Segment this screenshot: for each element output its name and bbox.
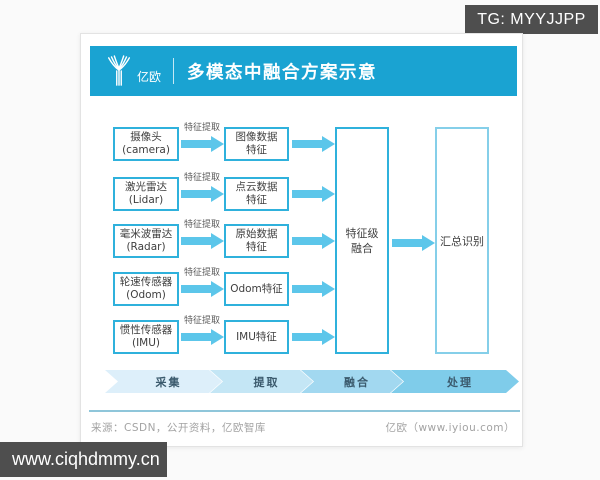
flow-arrow-icon (181, 281, 224, 297)
flow-arrow-icon (181, 329, 224, 345)
arrow-head (322, 329, 335, 345)
header-bar: 亿欧 多模态中融合方案示意 (90, 46, 517, 96)
arrow-head (322, 233, 335, 249)
flow-arrow-icon (292, 329, 335, 345)
feature-box: 原始数据特征 (224, 224, 289, 258)
flow-arrow-icon (292, 136, 335, 152)
feature-box: 点云数据特征 (224, 177, 289, 211)
arrow-shaft (181, 285, 211, 293)
header-divider (173, 58, 175, 84)
feature-box: Odom特征 (224, 272, 289, 306)
arrow-head (422, 235, 435, 251)
flow-arrow-icon (292, 233, 335, 249)
sensor-row: 轮速传感器(Odom) 特征提取 Odom特征 (81, 268, 522, 306)
arrow-shaft (181, 190, 211, 198)
arrow-shaft (181, 237, 211, 245)
sensor-row: 摄像头(camera) 特征提取 图像数据特征 (81, 123, 522, 161)
arrow-head (211, 329, 224, 345)
sensor-row: 惯性传感器(IMU) 特征提取 IMU特征 (81, 316, 522, 354)
arrow-head (211, 281, 224, 297)
flow-arrow-icon (292, 186, 335, 202)
arrow-head (211, 136, 224, 152)
flow-arrow-icon (181, 136, 224, 152)
stage-label: 融合 (344, 375, 370, 389)
arrow-head (211, 186, 224, 202)
arrow-shaft (292, 140, 322, 148)
arrow-shaft (292, 333, 322, 341)
flow-arrow-icon (181, 233, 224, 249)
page-title: 多模态中融合方案示意 (187, 62, 378, 83)
flow-arrow-icon (392, 235, 435, 251)
arrow-shaft (292, 190, 322, 198)
tg-badge: TG: MYYJJPP (465, 5, 598, 34)
watermark: www.ciqhdmmy.cn (0, 442, 167, 477)
arrow-shaft (292, 285, 322, 293)
extract-label: 特征提取 (183, 220, 220, 230)
stage-chevron: 提取 (210, 370, 313, 393)
sensor-box: 惯性传感器(IMU) (113, 320, 179, 354)
sensor-box: 激光雷达(Lidar) (113, 177, 179, 211)
extract-label: 特征提取 (183, 173, 220, 183)
sensor-row: 激光雷达(Lidar) 特征提取 点云数据特征 (81, 173, 522, 211)
sensor-box: 毫米波雷达(Radar) (113, 224, 179, 258)
stage-chevron: 融合 (301, 370, 403, 393)
flow-arrow-icon (292, 281, 335, 297)
stage-label: 采集 (155, 375, 182, 389)
arrow-shaft (181, 333, 211, 341)
stage-chevron: 采集 (105, 370, 222, 393)
arrow-head (322, 186, 335, 202)
fusion-box: 特征级融合 (335, 127, 389, 354)
sensor-row: 毫米波雷达(Radar) 特征提取 原始数据特征 (81, 220, 522, 258)
summary-box: 汇总识别 (435, 127, 489, 354)
brand: 亿欧 (104, 55, 161, 87)
sensor-box: 轮速传感器(Odom) (113, 272, 179, 306)
stage-chevron-bar: 采集 提取 融合 处理 (105, 370, 521, 393)
extract-label: 特征提取 (183, 123, 220, 133)
arrow-shaft (392, 239, 422, 247)
stage-label: 提取 (253, 375, 280, 389)
baseline-divider (89, 410, 520, 412)
feature-box: 图像数据特征 (224, 127, 289, 161)
footer-credit: 亿欧（www.iyiou.com） (385, 422, 515, 434)
arrow-head (322, 136, 335, 152)
footer-source: 来源：CSDN，公开资料，亿欧智库 (91, 422, 266, 434)
feature-box: IMU特征 (224, 320, 289, 354)
extract-label: 特征提取 (183, 268, 220, 278)
arrow-shaft (181, 140, 211, 148)
brand-name: 亿欧 (137, 69, 162, 84)
stage-chevron: 处理 (391, 370, 519, 393)
arrow-shaft (292, 237, 322, 245)
sensor-box: 摄像头(camera) (113, 127, 179, 161)
arrow-head (322, 281, 335, 297)
stage-label: 处理 (447, 375, 473, 389)
flow-arrow-icon (181, 186, 224, 202)
iyiou-logo-icon (104, 55, 134, 87)
footer: 来源：CSDN，公开资料，亿欧智库 亿欧（www.iyiou.com） (91, 420, 515, 435)
infographic-card: 亿欧 多模态中融合方案示意 摄像头(camera) 特征提取 图像数据特征 激光… (80, 33, 523, 447)
arrow-head (211, 233, 224, 249)
extract-label: 特征提取 (183, 316, 220, 326)
